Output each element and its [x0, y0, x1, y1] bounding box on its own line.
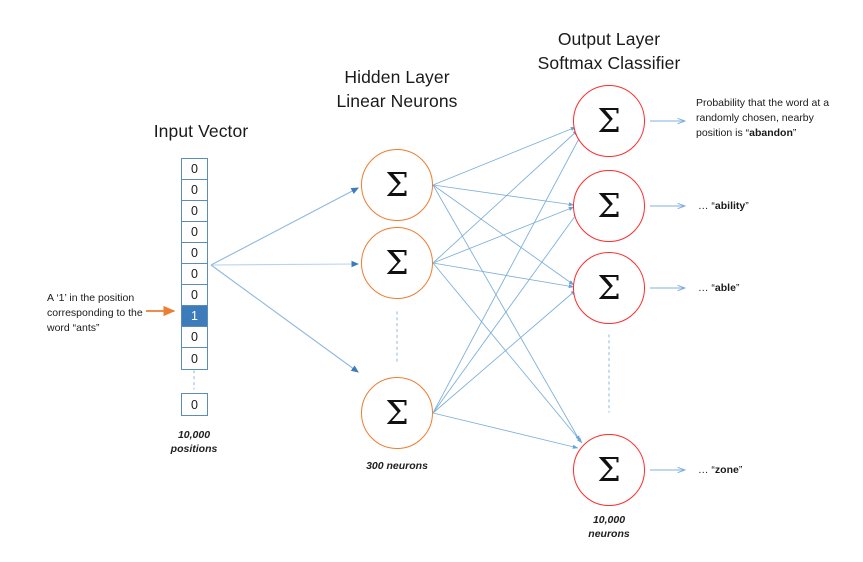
input-vector-cell[interactable]: 0 [182, 222, 207, 243]
output-label-ability: … “ability” [698, 199, 848, 214]
input-vector-cell[interactable]: 0 [182, 327, 207, 348]
hidden-layer-caption: 300 neurons [337, 459, 457, 473]
input-to-hidden-connections [210, 187, 360, 373]
output-label-able-prefix: … “ [698, 282, 715, 294]
input-vector-last-cell[interactable]: 0 [181, 393, 208, 416]
output-to-label-arrows [650, 121, 685, 470]
input-vector-title: Input Vector [141, 120, 261, 144]
input-vector-cell[interactable]: 0 [182, 348, 207, 369]
input-vector-cell[interactable]: 0 [182, 180, 207, 201]
sigma-icon: Σ [597, 100, 621, 140]
output-neuron[interactable]: Σ [573, 434, 645, 506]
ellipsis-dots [193, 311, 610, 413]
sigma-icon: Σ [597, 449, 621, 489]
output-layer-caption: 10,000 neurons [549, 513, 669, 541]
output-layer-caption-line2: neurons [588, 528, 630, 541]
output-label-abandon: Probability that the word at a randomly … [696, 96, 858, 142]
hidden-layer-title-line2: Linear Neurons [336, 90, 458, 111]
sigma-icon: Σ [597, 185, 621, 225]
output-layer-caption-line1: 10,000 [592, 514, 626, 526]
input-vector-cell[interactable]: 0 [182, 201, 207, 222]
input-vector-cell[interactable]: 0 [182, 285, 207, 306]
output-label-ability-word: ability [714, 200, 746, 212]
hidden-neuron[interactable]: Σ [361, 377, 433, 449]
hidden-layer-title-line1: Hidden Layer [344, 67, 450, 87]
output-layer-title-line1: Output Layer [557, 29, 661, 49]
input-vector-cell[interactable]: 0 [182, 264, 207, 285]
hidden-neuron[interactable]: Σ [361, 227, 433, 299]
output-label-able-word: able [714, 282, 736, 294]
hidden-neuron[interactable]: Σ [361, 149, 433, 221]
hidden-layer-caption-text: 300 neurons [366, 460, 428, 472]
input-vector[interactable]: 0 0 0 0 0 0 0 1 0 0 [181, 158, 208, 370]
hot-cell-annotation-line3: word “ants” [47, 322, 100, 335]
output-layer-title: Output Layer Softmax Classifier [519, 28, 699, 75]
hot-cell-annotation-line2: corresponding to the [47, 307, 143, 320]
output-label-zone-word: zone [714, 464, 739, 476]
input-vector-title-text: Input Vector [153, 121, 249, 141]
output-neuron[interactable]: Σ [573, 170, 645, 242]
output-label-abandon-line3: position is “ [696, 127, 750, 140]
input-vector-cell-active[interactable]: 1 [182, 306, 207, 327]
output-label-able-quote: ” [735, 282, 740, 294]
output-label-abandon-line1: Probability that the word at a [696, 97, 830, 109]
input-vector-cell[interactable]: 0 [182, 159, 207, 180]
sigma-icon: Σ [385, 164, 409, 204]
input-vector-caption-line1: 10,000 [177, 429, 211, 441]
output-label-ability-quote: ” [745, 200, 749, 212]
output-layer-title-line2: Softmax Classifier [537, 52, 681, 73]
sigma-icon: Σ [597, 267, 621, 307]
output-label-abandon-line2: randomly chosen, nearby [696, 112, 814, 125]
output-label-able: … “able” [698, 281, 848, 296]
input-vector-cell[interactable]: 0 [182, 243, 207, 264]
output-neuron[interactable]: Σ [573, 85, 645, 157]
output-label-ability-prefix: … “ [698, 200, 715, 212]
output-label-abandon-word: abandon [749, 127, 793, 140]
hidden-layer-title: Hidden Layer Linear Neurons [317, 66, 477, 113]
sigma-icon: Σ [385, 242, 409, 282]
hot-cell-annotation: A ‘1’ in the position corresponding to t… [47, 291, 147, 337]
hidden-to-output-connections [432, 126, 583, 449]
input-vector-caption: 10,000 positions [134, 428, 254, 456]
hot-cell-annotation-line1: A ‘1’ in the position [47, 292, 135, 304]
input-vector-caption-line2: positions [170, 443, 218, 456]
output-label-zone-prefix: … “ [698, 464, 715, 476]
output-label-zone: … “zone” [698, 463, 848, 478]
output-neuron[interactable]: Σ [573, 252, 645, 324]
output-label-zone-quote: ” [738, 464, 743, 476]
output-label-abandon-quote: ” [792, 127, 797, 140]
sigma-icon: Σ [385, 392, 409, 432]
